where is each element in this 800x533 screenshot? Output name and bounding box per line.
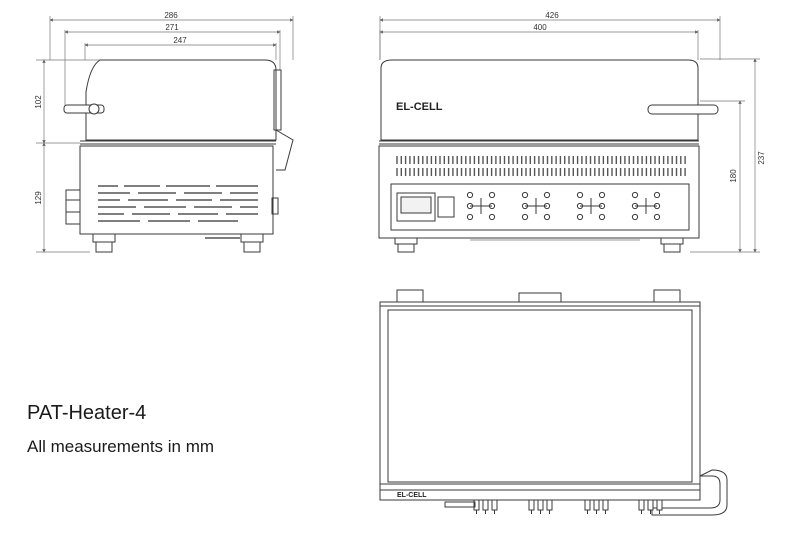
side-connectors <box>65 189 279 225</box>
top-brand-label: EL-CELL <box>397 492 427 499</box>
front-foot-right <box>660 237 684 245</box>
front-foot-left <box>394 237 418 245</box>
side-handle-knob-icon <box>88 103 100 115</box>
drawing-title: PAT-Heater-4 <box>27 402 147 424</box>
top-hinge-right <box>653 289 681 302</box>
top-view: EL-CELL <box>379 289 728 516</box>
side-lid-bracket <box>275 129 294 171</box>
side-foot-left <box>92 233 116 243</box>
top-body-inner <box>387 309 693 483</box>
side-foot-right <box>240 233 264 243</box>
front-control-panel <box>390 183 690 231</box>
front-dim-overall-width: 426 <box>545 11 559 20</box>
drawing-subtitle: All measurements in mm <box>27 437 215 456</box>
side-dim-base-height: 129 <box>34 191 43 205</box>
front-vent-slots <box>396 156 686 176</box>
top-center-tab <box>518 292 562 303</box>
side-dim-width-mid: 271 <box>165 23 179 32</box>
side-vent-slots <box>98 185 258 222</box>
side-lid <box>85 59 277 141</box>
front-dim-inner-width: 400 <box>533 23 547 32</box>
side-dim-overall-width: 286 <box>164 11 178 20</box>
side-base-body <box>79 145 274 235</box>
side-lid-hinge <box>273 69 282 131</box>
front-brand-label: EL-CELL <box>396 101 443 113</box>
side-dim-lid-height: 102 <box>34 95 43 109</box>
front-channel-connectors <box>466 191 661 221</box>
front-dim-base-height: 180 <box>729 169 738 183</box>
side-dimensions <box>36 16 294 253</box>
side-dim-width-inner: 247 <box>173 36 187 45</box>
side-view: 286 271 247 102 129 <box>34 11 294 253</box>
front-dimensions <box>379 16 760 253</box>
front-dim-total-height: 237 <box>757 151 766 165</box>
front-handle <box>647 104 719 115</box>
front-lid <box>380 59 699 141</box>
top-bottom-connectors <box>473 499 663 514</box>
top-hinge-left <box>396 289 424 302</box>
top-body-outer <box>379 301 701 501</box>
front-display-keys <box>437 196 455 218</box>
front-view: 426 400 237 180 EL-CELL <box>378 11 766 253</box>
